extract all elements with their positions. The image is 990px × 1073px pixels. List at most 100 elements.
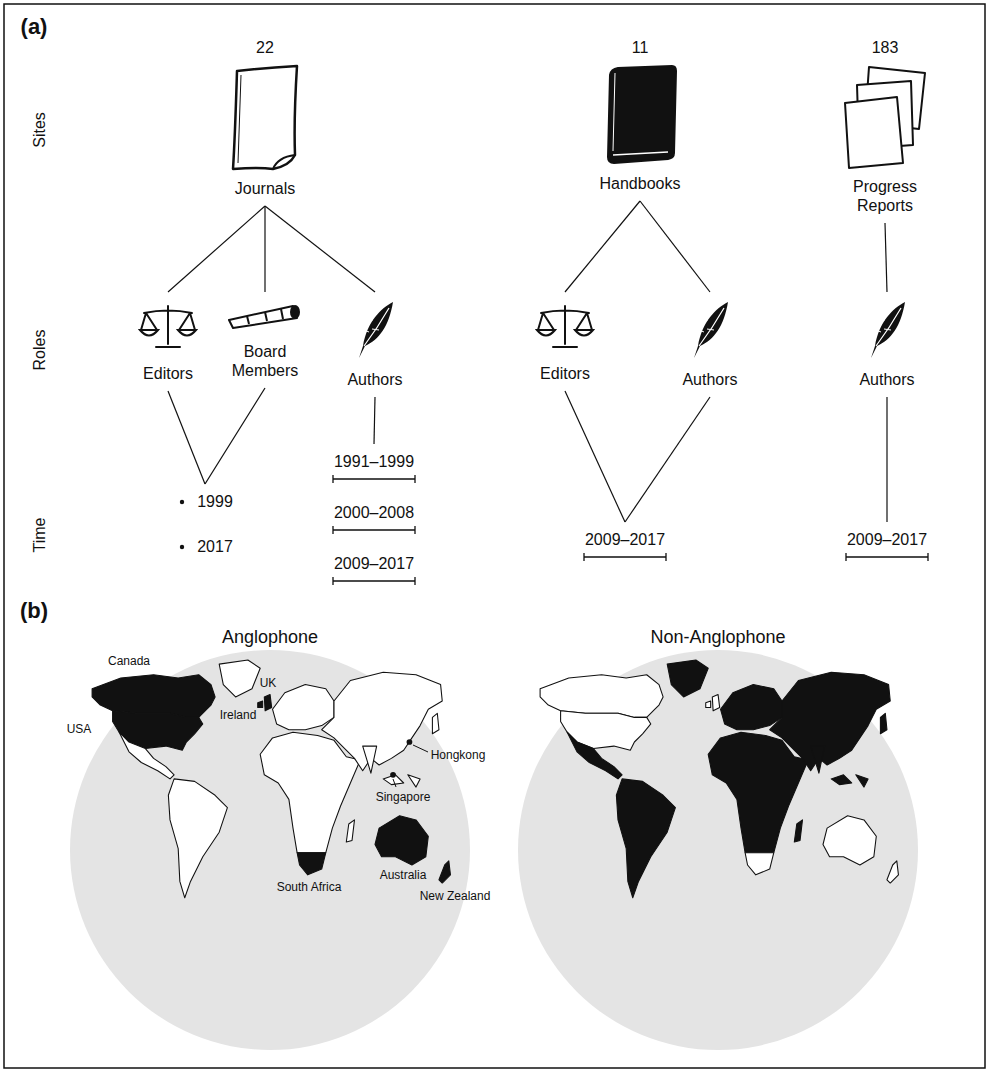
country-label: Singapore (376, 790, 431, 804)
dots-group: 19992017 (165, 492, 245, 556)
role-group: Authors (665, 300, 755, 389)
role-group: Board Members (223, 300, 307, 380)
country-shape (616, 779, 675, 898)
year-range: 2000–2008 (334, 503, 414, 522)
link-line (640, 201, 710, 292)
role-name: Authors (859, 370, 914, 389)
telescope-icon (225, 300, 305, 332)
quill-icon (688, 300, 732, 360)
country-shape (432, 713, 439, 734)
country-shape (119, 732, 174, 779)
country-shape (264, 694, 271, 710)
leader-line (393, 779, 396, 787)
journal-icon (225, 63, 305, 173)
range-bar (331, 474, 417, 484)
map-title: Anglophone (222, 627, 318, 648)
role-name: Editors (540, 364, 590, 383)
range-bar (333, 526, 415, 534)
link-line (885, 223, 887, 292)
country-shape (712, 694, 719, 710)
year-dot (177, 497, 187, 507)
year-dot (177, 542, 187, 552)
handbook-icon (600, 63, 680, 168)
ranges-group: 1991–1999 2000–2008 2009–2017 (319, 452, 429, 586)
year-range: 2009–2017 (585, 530, 665, 549)
country-shape (346, 820, 354, 842)
country-shape (92, 675, 215, 718)
site-group: 11Handbooks (575, 38, 705, 193)
country-label: USA (67, 722, 92, 736)
link-line (265, 206, 375, 292)
year-range: 2009–2017 (847, 530, 927, 549)
icon-holder (600, 63, 680, 168)
link-line (205, 388, 265, 484)
year-dot (180, 499, 184, 503)
range-bar (331, 525, 417, 535)
year-range: 1991–1999 (334, 452, 414, 471)
country-label: Canada (108, 654, 150, 668)
range-bar (331, 576, 417, 586)
country-shape (540, 675, 663, 718)
year-row: 1999 (177, 492, 233, 511)
link-line (374, 397, 375, 444)
site-name: Handbooks (600, 174, 681, 193)
link-line (625, 397, 710, 522)
range-bar (584, 553, 666, 561)
link-line (886, 397, 887, 522)
site-group: 183Progress Reports (830, 38, 940, 215)
range-bar (333, 577, 415, 585)
country-shape (823, 816, 876, 865)
country-shape (811, 746, 825, 773)
panel-letter: (b) (20, 598, 48, 624)
country-label: Australia (380, 868, 427, 882)
year-point: 1999 (197, 492, 233, 511)
country-shape (831, 775, 852, 785)
country-shape (258, 701, 263, 708)
link-line (168, 391, 205, 484)
role-name: Editors (143, 364, 193, 383)
year-range: 2009–2017 (334, 554, 414, 573)
country-shape (567, 732, 622, 779)
globe-disc (70, 650, 470, 1050)
country-shape (439, 861, 450, 883)
publication-count: 22 (256, 38, 274, 57)
scales-icon (535, 300, 595, 354)
range-row: 2009–2017 (331, 554, 417, 586)
city-dot (407, 739, 413, 745)
country-label: New Zealand (420, 889, 491, 903)
country-shape (297, 853, 326, 875)
country-shape (721, 685, 783, 730)
country-shape (273, 685, 335, 730)
country-shape (667, 660, 708, 697)
icon-holder (535, 300, 595, 354)
country-shape (856, 775, 868, 787)
country-shape (708, 732, 808, 853)
range-row: 2000–2008 (331, 503, 417, 535)
country-shape (880, 713, 887, 734)
country-shape (887, 861, 898, 883)
icon-holder (688, 300, 732, 360)
country-shape (219, 660, 260, 697)
publication-count: 183 (872, 38, 899, 57)
role-group: Editors (520, 300, 610, 383)
panel-letter: (a) (21, 14, 48, 40)
link-line (565, 391, 625, 522)
role-name: Board Members (223, 342, 307, 380)
country-label: UK (260, 676, 277, 690)
country-shape (363, 746, 377, 773)
icon-holder (353, 300, 397, 360)
range-row: 2009–2017 (844, 530, 930, 562)
site-name: Progress Reports (830, 177, 940, 215)
row-label: Roles (31, 330, 49, 371)
country-shape (745, 853, 774, 875)
city-dot (390, 772, 396, 778)
country-shape (260, 732, 360, 853)
scales-icon (138, 300, 198, 354)
role-name: Authors (347, 370, 402, 389)
icon-holder (865, 300, 909, 360)
publication-count: 11 (632, 38, 649, 57)
site-name: Journals (235, 179, 295, 198)
